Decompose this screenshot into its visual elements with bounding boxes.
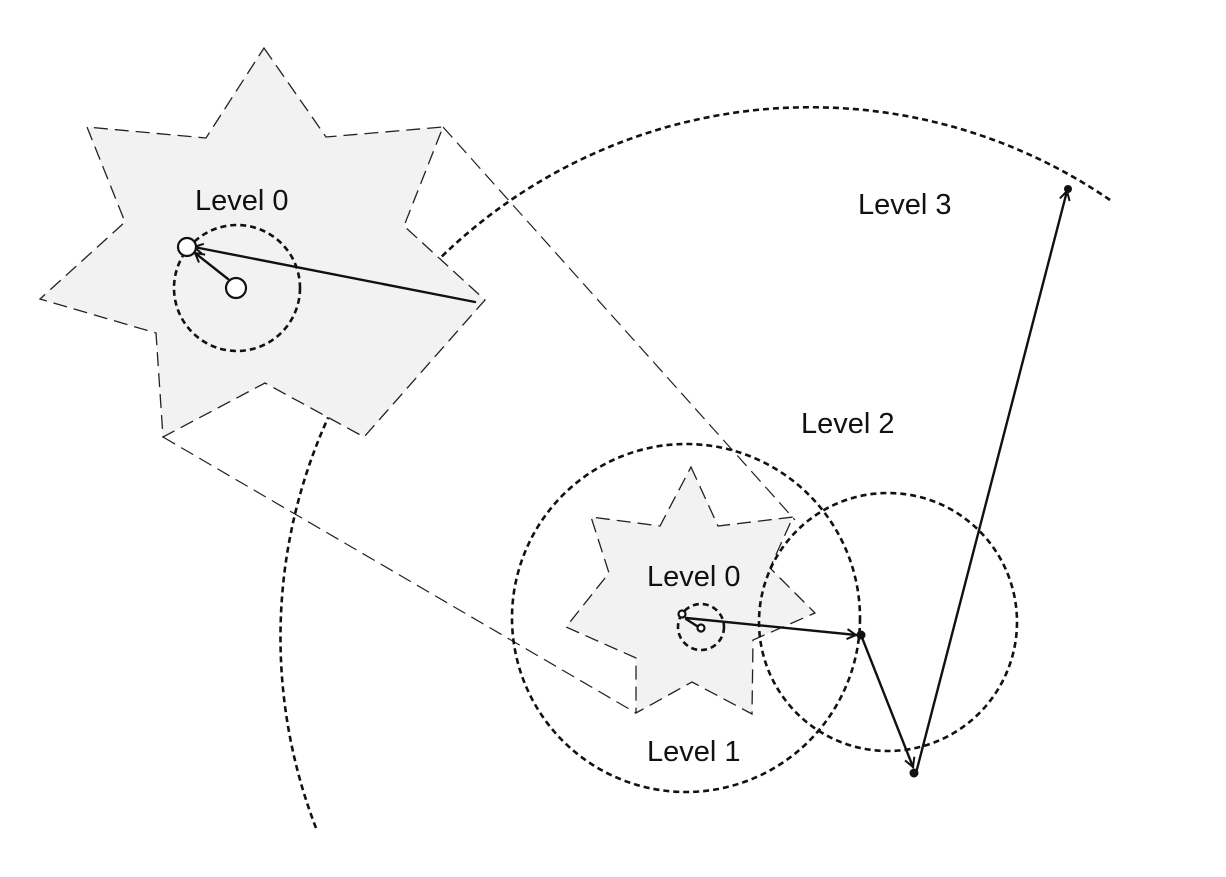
level0-point-outer — [677, 609, 687, 619]
zoomed-point-inner — [224, 276, 248, 300]
level2-label: Level 2 — [801, 408, 895, 440]
vector-chain — [684, 191, 1067, 775]
zoom-projection-lines — [162, 126, 796, 714]
level3-point — [1064, 185, 1072, 193]
level1-label: Level 1 — [647, 736, 741, 768]
zoomed-star-region — [38, 46, 486, 439]
level3-label: Level 3 — [858, 189, 952, 221]
zoomed-level0-orbit — [172, 223, 302, 353]
level2-orbit — [757, 491, 1019, 753]
level0-orbit — [676, 602, 726, 652]
star-region — [564, 465, 817, 716]
zoomed-vector-chain — [194, 247, 477, 304]
level3-orbit — [279, 105, 1111, 829]
level1-orbit — [510, 442, 862, 794]
level0-label: Level 0 — [647, 561, 741, 593]
level0-point-inner — [696, 623, 706, 633]
zoomed-point-outer — [176, 236, 198, 258]
level1-point — [856, 630, 866, 640]
zoomed-level0-label: Level 0 — [195, 185, 289, 217]
level2-point — [909, 768, 919, 778]
